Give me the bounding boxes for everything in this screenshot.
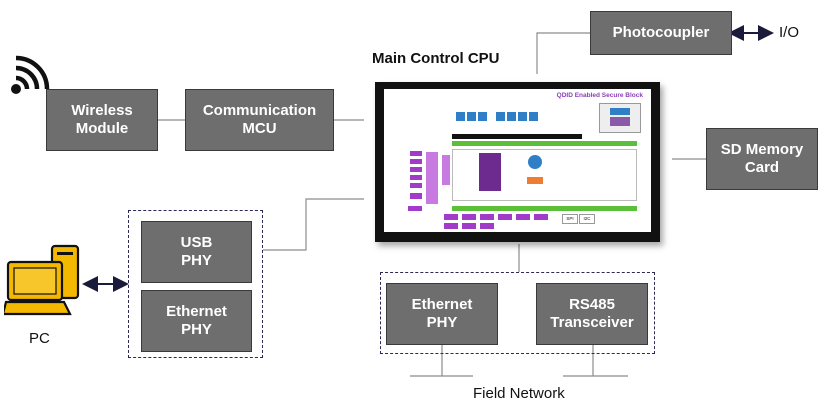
ethernet-phy-bottom-block: Ethernet PHY	[386, 283, 498, 345]
sd-memory-card-label: SD Memory Card	[720, 141, 804, 176]
peripheral-block	[480, 223, 494, 229]
cpu-core-block	[479, 153, 501, 191]
orange-block	[527, 177, 543, 184]
wifi-icon	[11, 55, 50, 94]
wireless-module-block: Wireless Module	[46, 89, 158, 151]
io-pin	[408, 206, 422, 211]
sd-memory-card-block: SD Memory Card	[706, 128, 818, 190]
peripheral-block	[516, 214, 530, 220]
peripheral-block	[498, 214, 512, 220]
io-pin	[410, 167, 422, 172]
photocoupler-label: Photocoupler	[612, 24, 710, 41]
system-bus-bar	[452, 134, 582, 139]
left-io-column	[426, 152, 438, 204]
io-label: I/O	[779, 24, 800, 41]
peripheral-block	[444, 214, 458, 220]
peripheral-block	[444, 223, 458, 229]
pc-label: PC	[29, 330, 50, 347]
io-pin	[410, 183, 422, 188]
main-control-cpu: QDID Enabled Secure Block	[375, 82, 660, 242]
ethernet-phy-left-label: Ethernet PHY	[166, 303, 227, 338]
peripheral-block	[462, 214, 476, 220]
photocoupler-block: Photocoupler	[590, 11, 732, 55]
peripheral-block	[534, 214, 548, 220]
chip-block	[507, 112, 516, 121]
cpu-to-usb-line	[263, 198, 364, 251]
rs485-transceiver-label: RS485 Transceiver	[550, 296, 634, 331]
laptop-icon	[4, 244, 80, 316]
field-network-label: Field Network	[473, 385, 565, 402]
io-pin	[410, 175, 422, 180]
ethernet-phy-bottom-label: Ethernet PHY	[411, 296, 473, 331]
green-bus-top	[452, 141, 637, 146]
wireless-module-label: Wireless Module	[71, 102, 133, 137]
pc-interface-group	[128, 210, 263, 358]
logo-mark	[528, 155, 542, 169]
peripheral-block	[462, 223, 476, 229]
cpu-title: Main Control CPU	[372, 50, 500, 67]
secure-block-title: QDID Enabled Secure Block	[556, 92, 643, 99]
io-pin	[410, 193, 422, 199]
usb-phy-block: USB PHY	[141, 221, 252, 283]
i2c-block: I2C	[579, 214, 595, 224]
chip-block	[496, 112, 505, 121]
processor-region	[452, 149, 637, 201]
bridge-block	[442, 155, 450, 185]
chip-block	[518, 112, 527, 121]
cpu-block-diagram-image: QDID Enabled Secure Block	[384, 89, 651, 232]
chip-block	[478, 112, 487, 121]
field-interface-group	[380, 272, 655, 354]
peripheral-block	[480, 214, 494, 220]
green-bus-bottom	[452, 206, 637, 211]
secure-chip-thumbnail	[599, 103, 641, 133]
communication-mcu-block: Communication MCU	[185, 89, 334, 151]
io-pin	[410, 159, 422, 164]
spi-block: SPI	[562, 214, 578, 224]
rs485-transceiver-block: RS485 Transceiver	[536, 283, 648, 345]
chip-block	[529, 112, 538, 121]
usb-phy-label: USB PHY	[180, 234, 213, 269]
cpu-to-photocoupler-line	[536, 32, 590, 74]
chip-block	[456, 112, 465, 121]
ethernet-phy-left-block: Ethernet PHY	[141, 290, 252, 352]
chip-block	[467, 112, 476, 121]
communication-mcu-label: Communication MCU	[202, 102, 317, 137]
io-pin	[410, 151, 422, 156]
